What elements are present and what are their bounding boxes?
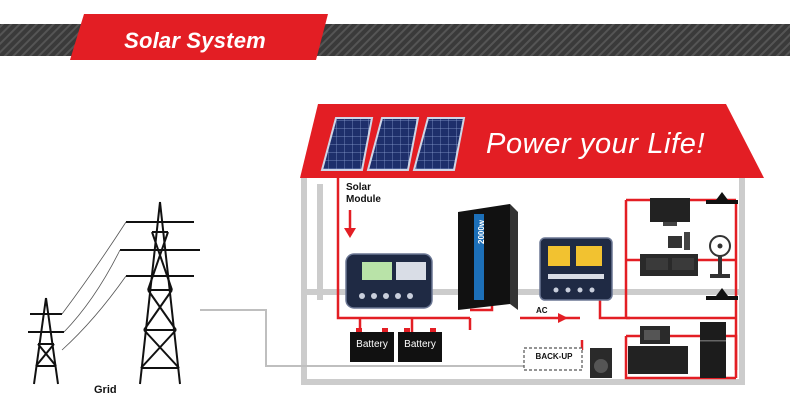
grid-label: Grid bbox=[94, 384, 117, 396]
solar-down-arrow bbox=[344, 228, 356, 238]
ac-arrow bbox=[558, 313, 568, 323]
inverter-rating: 2000w bbox=[477, 219, 486, 244]
solar-panel-icon bbox=[320, 117, 466, 171]
transmission-tower-icon bbox=[28, 201, 200, 385]
grid-line bbox=[200, 309, 560, 367]
battery-icon bbox=[350, 328, 442, 362]
transfer-switch-icon bbox=[539, 237, 613, 301]
washing-machine-icon bbox=[590, 348, 612, 378]
banner-title: Solar System bbox=[124, 28, 266, 53]
backup-label: BACK-UP bbox=[535, 352, 573, 361]
power-lines bbox=[61, 221, 127, 351]
computer-icon bbox=[640, 232, 698, 276]
battery-1-label: Battery bbox=[356, 339, 388, 350]
lamp-icon-lower bbox=[706, 288, 738, 300]
charge-controller-icon bbox=[345, 253, 433, 309]
fan-icon bbox=[709, 235, 731, 278]
ac-label: AC bbox=[536, 306, 548, 315]
battery-2-label: Battery bbox=[404, 339, 436, 350]
banner bbox=[0, 14, 790, 60]
microwave-icon bbox=[628, 326, 688, 374]
lamp-icon bbox=[706, 192, 738, 204]
refrigerator-icon bbox=[700, 322, 726, 378]
roof-slogan: Power your Life! bbox=[486, 128, 706, 160]
banner-title-tab bbox=[70, 14, 328, 60]
solar-module-label: Solar Module bbox=[346, 182, 381, 205]
inverter-icon: 2000w bbox=[458, 204, 518, 310]
tv-icon bbox=[650, 198, 690, 226]
backup-box bbox=[523, 347, 583, 371]
